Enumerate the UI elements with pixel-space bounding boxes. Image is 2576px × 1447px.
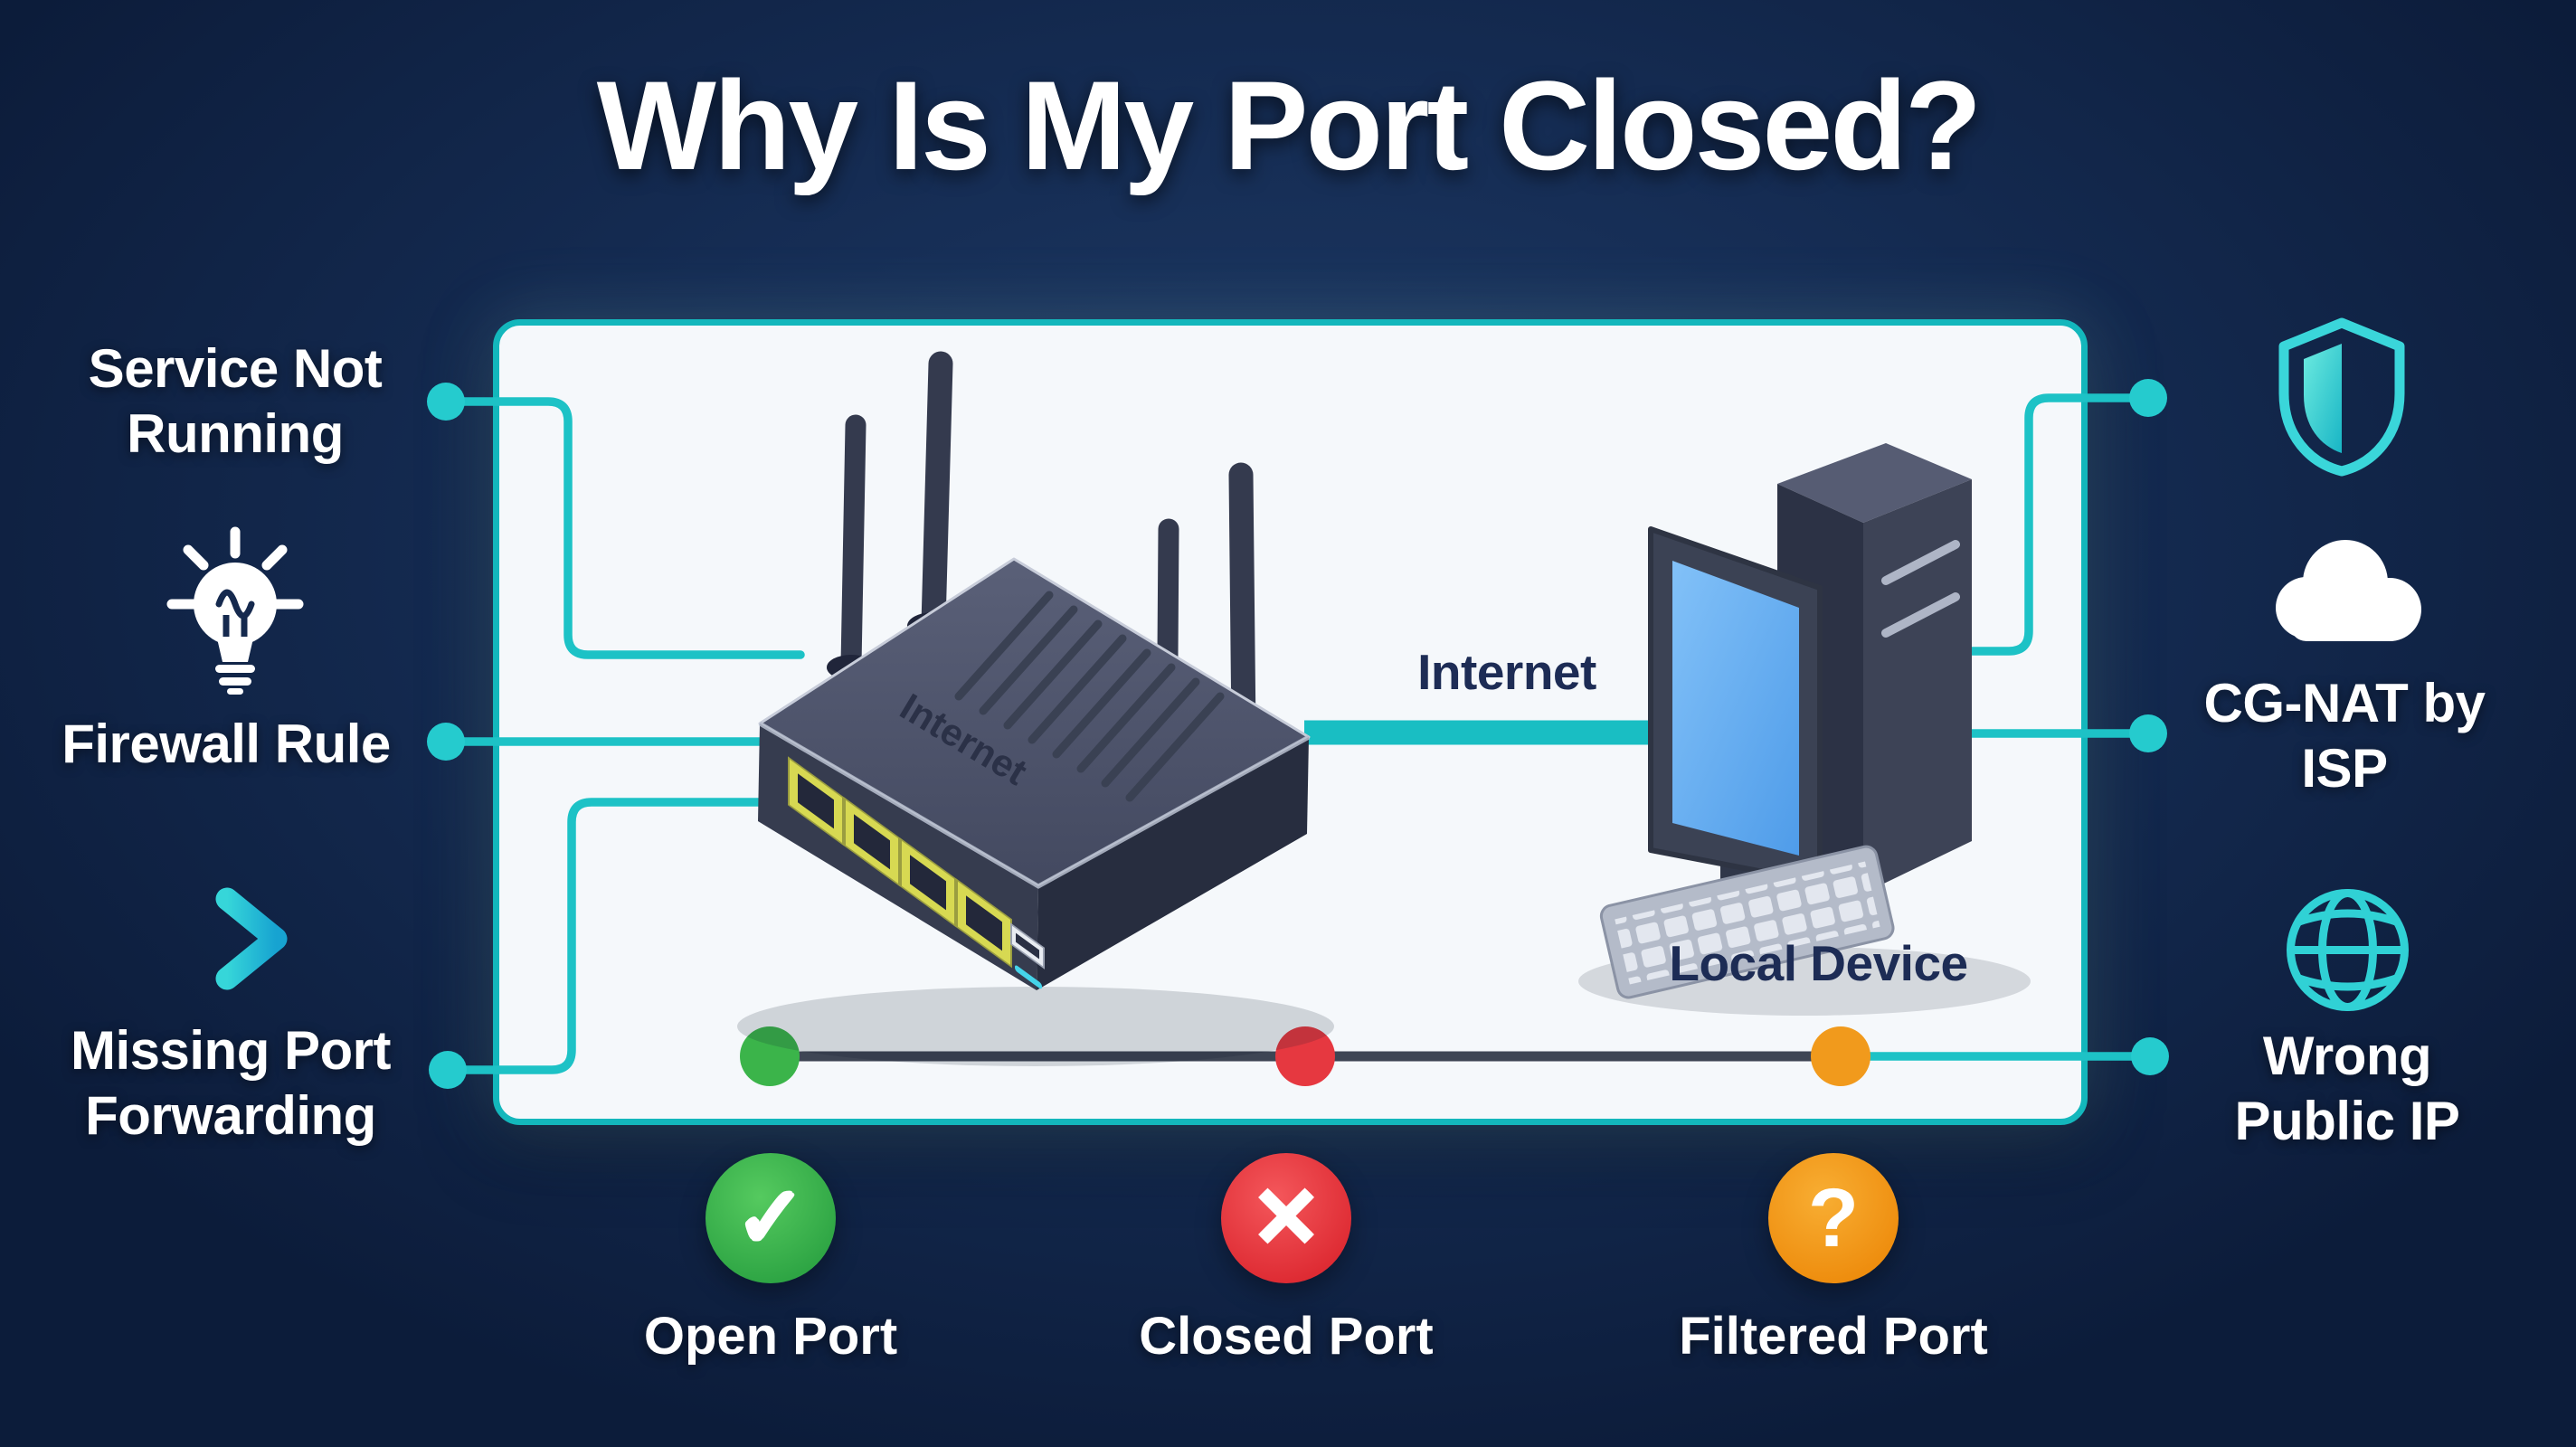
tower-top [1777,443,1972,523]
router-illustration: Internet [737,351,1334,1066]
shield-icon [2272,317,2412,482]
cross-icon: ✕ [1251,1172,1321,1264]
router-led [1015,965,1042,989]
legend-filtered-port-icon: ? [1768,1153,1899,1283]
monitor-screen [1672,561,1799,856]
tower-vents [1881,540,1960,638]
cloud-icon [2252,526,2438,653]
status-dot-closed [1275,1026,1335,1086]
router-vents [954,591,1225,802]
connector-service-not-running [441,397,805,659]
cause-cgnat: CG-NAT by ISP [2203,673,2486,799]
globe-icon [2282,884,2413,1020]
cause-missing-port-forwarding: Missing Port Forwarding [70,1020,392,1146]
status-dot-open [740,1026,800,1086]
question-icon: ? [1807,1172,1860,1264]
router-ethernet-ports [788,756,1012,969]
local-device-label: Local Device [1669,935,1968,991]
connector-shield [1936,393,2153,656]
router-rim [758,721,1311,889]
legend-closed-port-label: Closed Port [1139,1307,1434,1366]
router-shadow [737,987,1334,1066]
cause-wrong-public-ip: Wrong Public IP [2234,1026,2460,1151]
legend-closed-port-icon: ✕ [1221,1153,1351,1283]
computer-illustration [1578,443,2031,1016]
connector-lines [441,393,2155,1074]
legend-open-port-label: Open Port [643,1307,898,1366]
connector-missing-port-forwarding [443,798,823,1074]
page-title: Why Is My Port Closed? [596,54,1983,196]
arrow-right-icon [169,886,309,995]
cause-firewall-rule: Firewall Rule [62,714,391,774]
lightbulb-icon [163,525,308,699]
keyboard [1599,845,1895,999]
cause-service-not-running: Service Not Running [88,338,383,464]
status-dot-filtered [1811,1026,1870,1086]
check-icon: ✓ [735,1172,806,1264]
router-right-face [1037,737,1309,990]
router-usb-port [1010,922,1045,969]
legend-filtered-port-label: Filtered Port [1679,1307,1988,1366]
connector-dots [427,379,2169,1089]
internet-link-label: Internet [1417,644,1596,700]
legend-open-port-icon: ✓ [706,1153,836,1283]
